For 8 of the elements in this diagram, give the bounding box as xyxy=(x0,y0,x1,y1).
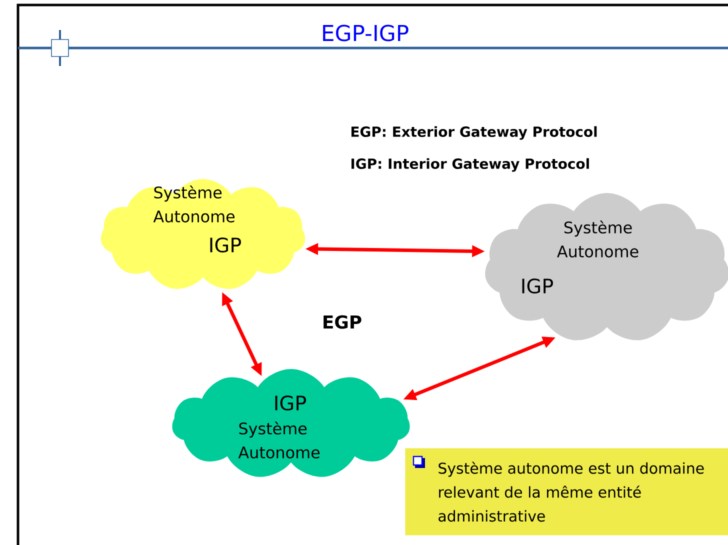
cloud: IGP Système Autonome xyxy=(172,369,410,477)
cloud: Système Autonome IGP xyxy=(485,193,728,340)
cloud: Système Autonome IGP xyxy=(100,179,306,289)
title: EGP-IGP xyxy=(323,24,408,42)
label: EGP: Exterior Gateway Protocol xyxy=(351,126,597,140)
label: IGP: Interior Gateway Protocol xyxy=(351,158,589,172)
label: EGP xyxy=(324,315,362,329)
note-box: Système autonome est un domaine relevant de la même entité administrative xyxy=(405,448,728,536)
